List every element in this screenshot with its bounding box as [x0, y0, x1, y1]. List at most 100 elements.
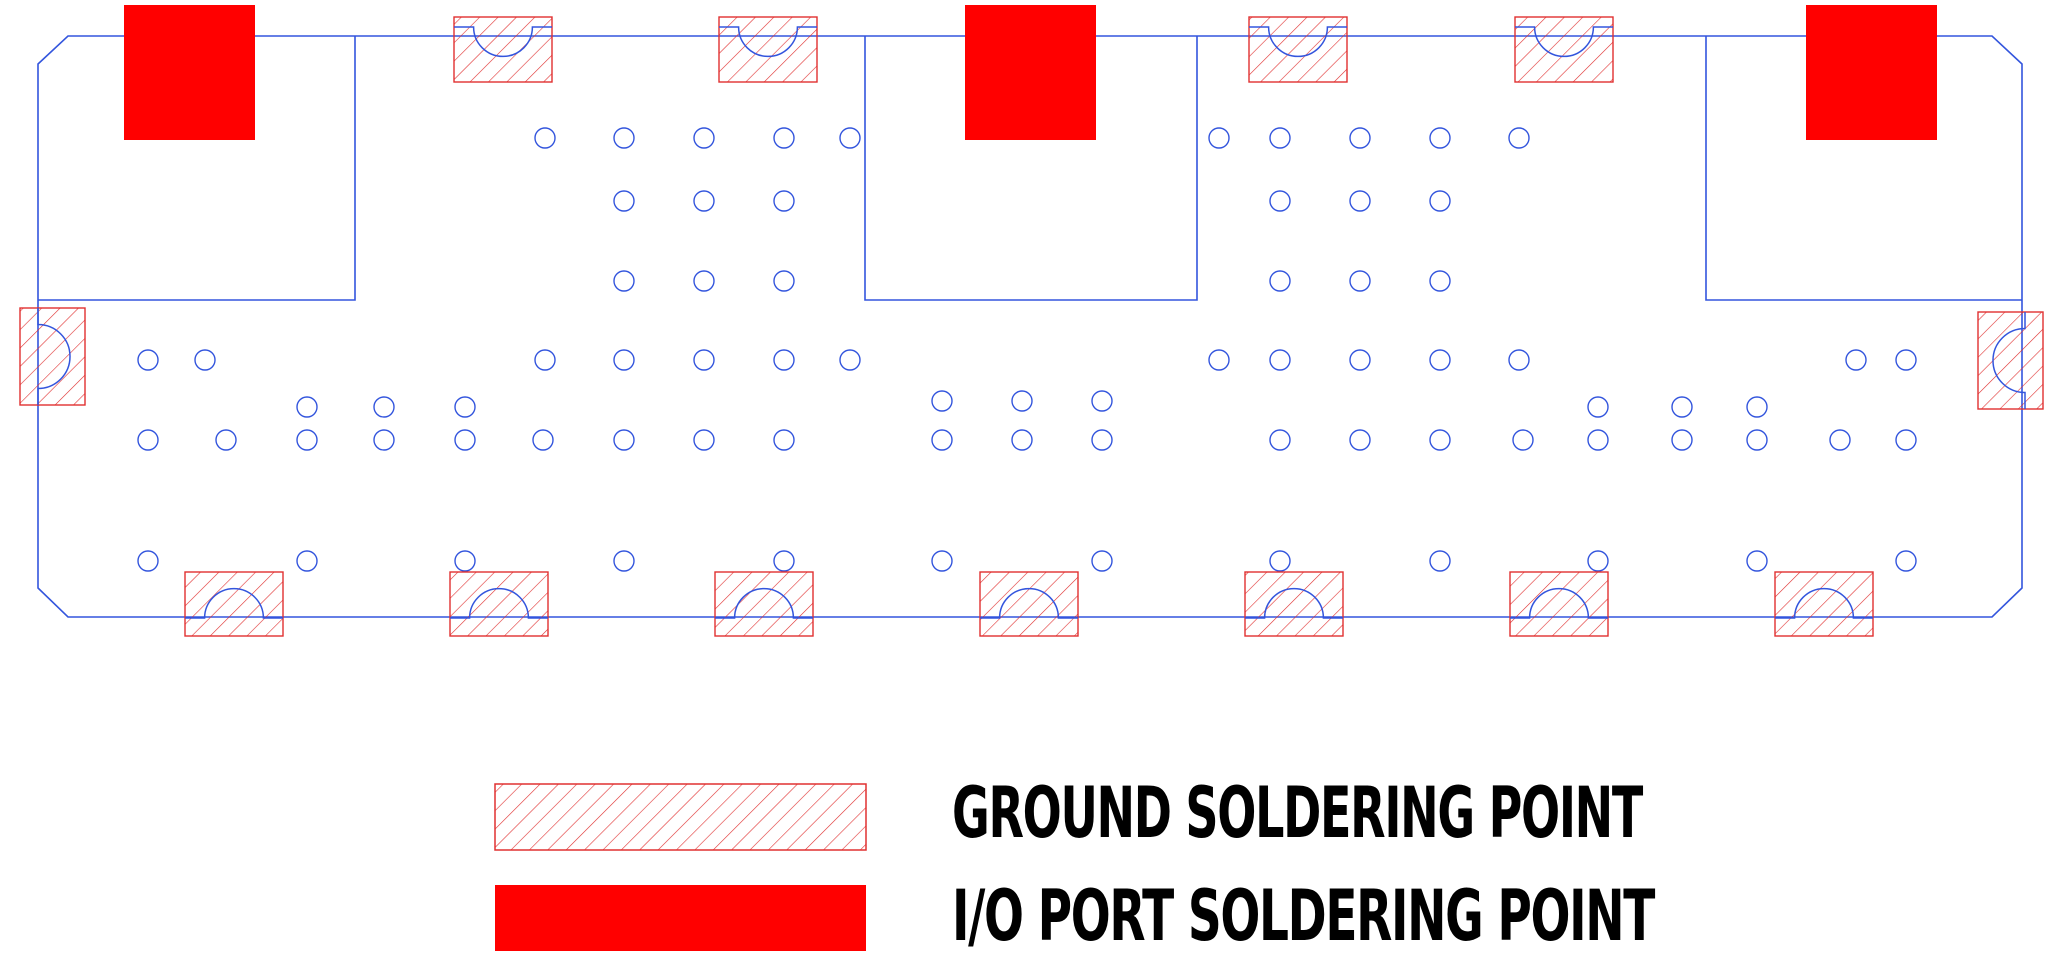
- via-hole: [454, 429, 476, 451]
- ground-pad-notch: [1245, 587, 1343, 619]
- ground-pad: [19, 307, 86, 406]
- via-hole: [613, 190, 635, 212]
- via-hole: [1587, 550, 1609, 572]
- board-outline: [37, 35, 2023, 618]
- via-hole: [773, 429, 795, 451]
- io-port-pads: [124, 5, 1937, 140]
- via-holes: [137, 127, 1917, 572]
- via-hole: [1091, 390, 1113, 412]
- ground-pad-notch: [185, 587, 283, 619]
- via-hole: [1208, 127, 1230, 149]
- via-hole: [194, 349, 216, 371]
- via-hole: [1349, 190, 1371, 212]
- via-hole: [1091, 550, 1113, 572]
- via-hole: [1746, 429, 1768, 451]
- via-hole: [773, 127, 795, 149]
- ground-pad: [449, 571, 549, 637]
- via-hole: [693, 127, 715, 149]
- ground-pad: [1514, 16, 1614, 83]
- via-hole: [613, 429, 635, 451]
- ground-pad-notch: [715, 587, 813, 619]
- ground-pad: [453, 16, 553, 83]
- ground-pad-hatch: [714, 571, 814, 637]
- ground-pad: [1244, 571, 1344, 637]
- via-hole: [454, 550, 476, 572]
- legend-io-swatch: [495, 885, 866, 951]
- via-hole: [1845, 349, 1867, 371]
- ground-pad-notch: [719, 26, 817, 58]
- via-hole: [1429, 190, 1451, 212]
- ground-pad-hatch: [184, 571, 284, 637]
- legend-io-label: I/O PORT SOLDERING POINT: [952, 875, 1656, 957]
- ground-pad: [1248, 16, 1348, 83]
- ground-pad: [979, 571, 1079, 637]
- via-hole: [1349, 270, 1371, 292]
- via-hole: [1269, 550, 1291, 572]
- via-hole: [693, 190, 715, 212]
- via-hole: [296, 396, 318, 418]
- via-hole: [931, 390, 953, 412]
- ground-pad-hatch: [1774, 571, 1874, 637]
- via-hole: [1269, 429, 1291, 451]
- via-hole: [839, 349, 861, 371]
- via-hole: [1429, 429, 1451, 451]
- ground-pad-notch: [1992, 312, 2026, 409]
- via-hole: [1587, 429, 1609, 451]
- via-hole: [1829, 429, 1851, 451]
- ground-pad: [1774, 571, 1874, 637]
- via-hole: [1269, 190, 1291, 212]
- via-hole: [137, 349, 159, 371]
- ground-pad-notch: [980, 587, 1078, 619]
- ground-pad-hatch: [979, 571, 1079, 637]
- via-hole: [613, 550, 635, 572]
- ground-pad-hatch: [1977, 311, 2044, 410]
- ground-pad-notch: [1510, 587, 1608, 619]
- ground-pad-hatch: [19, 307, 86, 406]
- via-hole: [373, 429, 395, 451]
- via-hole: [1429, 127, 1451, 149]
- via-hole: [1895, 349, 1917, 371]
- via-hole: [773, 190, 795, 212]
- ground-pad-hatch: [1244, 571, 1344, 637]
- via-hole: [1429, 550, 1451, 572]
- via-hole: [931, 550, 953, 572]
- via-hole: [1512, 429, 1534, 451]
- via-hole: [1429, 270, 1451, 292]
- via-hole: [1269, 270, 1291, 292]
- ground-pad-notch: [37, 308, 71, 405]
- via-hole: [1746, 396, 1768, 418]
- via-hole: [215, 429, 237, 451]
- via-hole: [373, 396, 395, 418]
- ground-pad-notch: [1775, 587, 1873, 619]
- via-hole: [296, 429, 318, 451]
- via-hole: [1269, 127, 1291, 149]
- via-hole: [137, 429, 159, 451]
- cutout-left: [38, 36, 356, 301]
- ground-pad-hatch: [449, 571, 549, 637]
- ground-pad: [184, 571, 284, 637]
- ground-pad-hatch: [1248, 16, 1348, 83]
- ground-pad-hatch: [1509, 571, 1609, 637]
- via-hole: [454, 396, 476, 418]
- ground-pad-notch: [1249, 26, 1347, 58]
- via-hole: [773, 270, 795, 292]
- via-hole: [1508, 349, 1530, 371]
- via-hole: [1349, 127, 1371, 149]
- via-hole: [693, 270, 715, 292]
- io-pad: [124, 5, 255, 140]
- via-hole: [1671, 429, 1693, 451]
- via-hole: [1091, 429, 1113, 451]
- via-hole: [1671, 396, 1693, 418]
- pcb-board: [37, 35, 2023, 618]
- cutout-middle: [864, 36, 1198, 301]
- via-hole: [773, 349, 795, 371]
- via-hole: [1208, 349, 1230, 371]
- ground-pad-hatch: [718, 16, 818, 83]
- via-hole: [773, 550, 795, 572]
- via-hole: [1011, 390, 1033, 412]
- ground-pad-notch: [450, 587, 548, 619]
- via-hole: [532, 429, 554, 451]
- ground-pad-hatch: [1514, 16, 1614, 83]
- io-pad: [1806, 5, 1937, 140]
